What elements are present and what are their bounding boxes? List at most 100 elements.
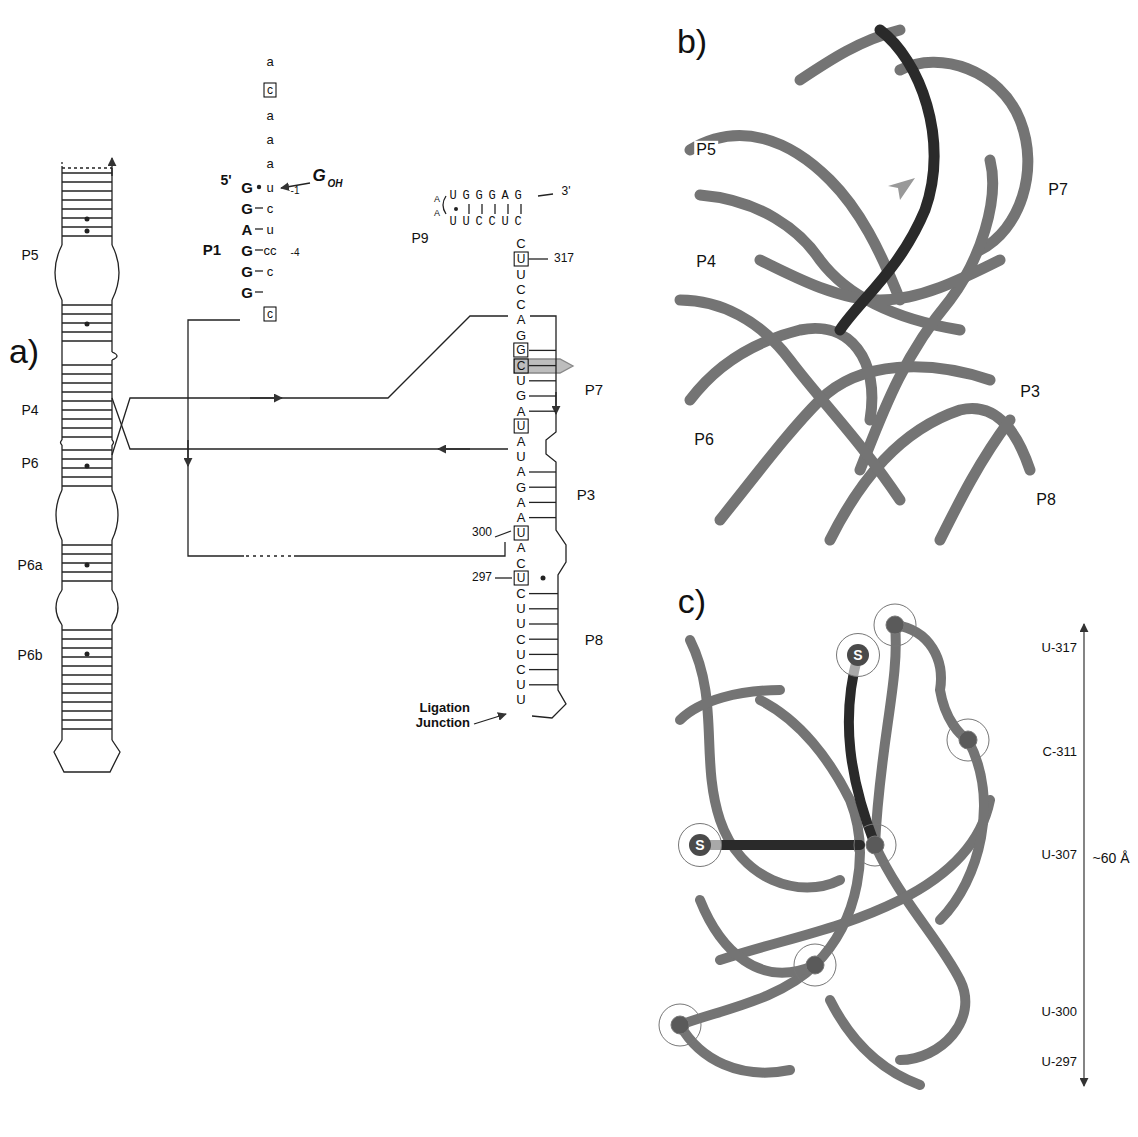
sequence-strand: AC [515,540,528,570]
figure-label: P4 [694,253,718,271]
line-art [85,217,90,222]
line-art [529,517,556,518]
line-art [62,172,112,173]
boxed-nucleotide: U [514,419,529,434]
line-art [529,365,556,366]
line-art [659,1004,701,1046]
line-art [875,845,965,1060]
figure-label: P6b [18,647,43,663]
line-art [454,207,458,211]
line-art [495,531,511,537]
figure-label: G [312,166,325,186]
line-art [886,616,904,634]
line-art [112,316,508,455]
line-art [56,490,62,540]
line-art [111,540,112,590]
line-art [680,30,1030,540]
line-art [62,647,112,648]
node-text: U [517,252,526,266]
line-art [529,608,558,609]
figure-label: -1 [291,185,300,197]
figure-label: C-311 [1043,745,1077,760]
line-art [62,409,112,410]
line-art [529,502,556,503]
line-art [255,207,263,208]
line-art [255,249,263,250]
line-art [255,228,263,229]
line-art [866,836,884,854]
figure-label: U-297 [1042,1055,1077,1070]
line-art [55,245,62,300]
line-art [700,840,860,850]
node-text: c [267,83,273,97]
figure-label: UGGGAG [450,188,528,204]
line-art [443,196,446,214]
sequence-strand: GGAGGG [240,177,255,303]
line-art [529,395,556,396]
line-art [62,373,112,374]
line-art [62,304,112,305]
line-art [112,245,119,300]
line-art [62,458,112,459]
line-art [62,476,112,477]
line-art [112,490,118,540]
line-art [61,625,62,740]
line-art [85,322,90,327]
node-text: S [847,644,869,666]
figure-label: A [434,208,440,218]
line-art [538,194,553,196]
figure-label: P5 [694,141,718,159]
line-art [85,563,90,568]
boxed-nucleotide: c [264,307,277,322]
line-art [188,320,244,556]
line-art [187,440,188,466]
line-art [112,398,508,449]
line-art [112,183,573,724]
line-art [111,168,112,245]
line-art [849,655,875,845]
line-art [62,692,112,693]
line-art [112,590,118,625]
figure-label: 297 [472,571,492,585]
line-art [62,629,112,630]
figure-label: P8 [585,631,603,648]
line-art [62,427,112,428]
node-text: c [267,307,273,321]
line-art [830,1000,920,1085]
line-art [112,440,114,445]
figure-label: P8 [1034,491,1058,509]
line-art [62,167,112,168]
site-marker: S [678,823,722,867]
line-art [495,577,512,578]
line-art [62,665,112,666]
boxed-nucleotide: U [514,525,529,540]
line-art [62,571,112,572]
line-art [62,728,112,729]
sequence-strand: AUAGAA [515,434,528,525]
line-art [62,449,112,450]
line-art [62,331,112,332]
figure-label: 5' [220,172,231,188]
line-art [520,204,521,214]
figure-label: OH [328,178,343,190]
line-art [56,590,62,625]
boxed-nucleotide: C [514,358,529,373]
figure-label: A [434,194,440,204]
line-art [680,690,780,720]
line-art [474,714,506,724]
line-art [85,229,90,234]
line-art [529,669,558,670]
line-art [61,352,62,360]
figure-label: UUCCUC [450,214,528,230]
figure-label: P3 [577,486,595,503]
line-art [514,359,573,373]
line-art [111,300,112,352]
line-art [530,316,566,718]
line-art [62,226,112,227]
line-art [529,684,558,685]
line-art [62,436,112,437]
figure-label: Ligation Junction [390,701,470,731]
figure-label: P1 [203,241,221,258]
node-text: C [517,358,526,372]
